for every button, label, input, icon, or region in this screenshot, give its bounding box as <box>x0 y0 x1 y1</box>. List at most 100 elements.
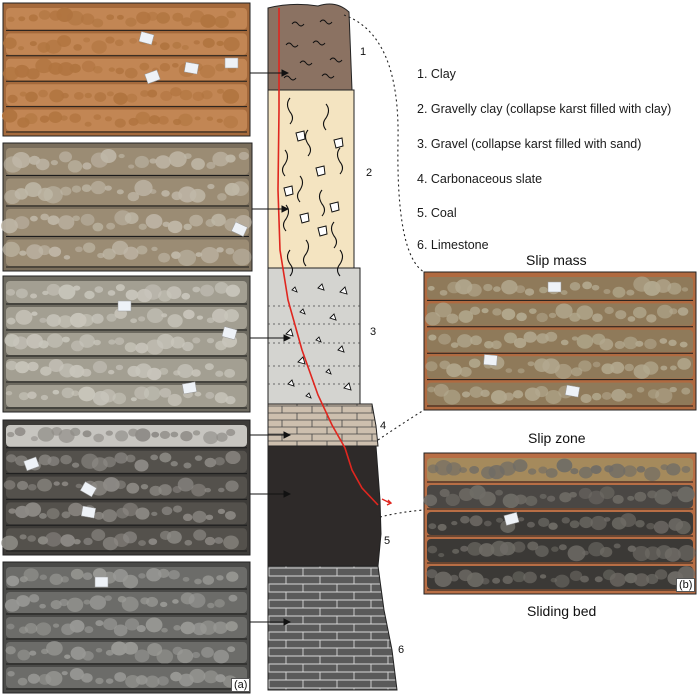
core-chunk <box>148 115 161 125</box>
core-chunk <box>427 386 436 393</box>
core-chunk <box>35 58 53 74</box>
core-chunk <box>427 545 438 554</box>
core-chunk <box>2 241 20 258</box>
core-chunk <box>493 286 501 292</box>
core-chunk <box>126 482 140 494</box>
core-chunk <box>644 466 661 482</box>
core-chunk <box>199 64 216 79</box>
core-chunk <box>579 516 593 529</box>
core-chunk <box>200 620 217 635</box>
core-chunk <box>499 541 516 556</box>
core-chunk <box>138 540 146 546</box>
core-chunk <box>524 288 535 296</box>
core-chunk <box>23 568 39 582</box>
core-chunk <box>478 543 495 557</box>
core-chunk <box>6 317 16 325</box>
core-chunk <box>95 620 104 627</box>
clay-vein-mark <box>281 149 289 177</box>
core-chunk <box>156 333 175 350</box>
core-chunk <box>149 189 157 195</box>
core-chunk <box>107 290 116 296</box>
core-chunk <box>134 459 149 472</box>
core-chunk <box>161 313 168 318</box>
core-chunk <box>81 673 93 683</box>
core-chunk <box>157 676 169 686</box>
legend-carbonaceous-slate: 4. Carbonaceous slate <box>417 172 543 186</box>
core-chunk <box>136 245 148 255</box>
core-chunk <box>207 602 215 609</box>
core-chunk <box>571 367 583 377</box>
core-chunk <box>115 480 126 490</box>
core-chunk <box>14 216 30 230</box>
core-chunk <box>218 487 225 493</box>
core-chunk <box>225 396 236 405</box>
gravel-clast-mark <box>315 165 326 177</box>
core-chunk <box>196 315 204 320</box>
core-chunk <box>523 331 537 343</box>
core-chunk <box>70 568 84 580</box>
core-chunk <box>123 641 139 655</box>
core-chunk <box>114 452 128 464</box>
core-chunk <box>535 386 549 398</box>
core-chunk <box>93 65 103 74</box>
core-chunk <box>81 368 92 377</box>
slip-mass-core-photo <box>423 271 697 411</box>
core-chunk <box>627 495 635 501</box>
gravel-clast-mark <box>295 130 306 142</box>
core-chunk <box>106 222 116 230</box>
core-chunk <box>138 316 146 322</box>
core-chunk <box>60 454 72 465</box>
core-chunk <box>167 314 183 328</box>
core-chunk <box>217 508 226 515</box>
core-chunk <box>83 37 91 43</box>
layer-number-5: 5 <box>384 535 391 547</box>
core-chunk <box>177 649 194 664</box>
core-chunk <box>446 462 462 476</box>
stratigraphic-column <box>267 3 398 691</box>
core-chunk <box>158 252 171 263</box>
core-chunk <box>427 285 435 291</box>
core-chunk <box>483 283 493 292</box>
core-chunk <box>48 111 63 123</box>
core-chunk <box>644 338 657 350</box>
core-chunk <box>646 573 659 585</box>
core-chunk <box>582 550 589 556</box>
core-chunk <box>480 389 490 398</box>
core-chunk <box>224 368 236 378</box>
gravel-clast-mark <box>343 382 352 391</box>
core-chunk <box>203 431 219 445</box>
core-chunk <box>570 468 579 475</box>
legend-gravelly-clay: 2. Gravelly clay (collapse karst filled … <box>417 102 672 116</box>
core-chunk <box>31 311 38 316</box>
core-chunk <box>160 90 173 101</box>
core-chunk <box>469 386 483 398</box>
core-chunk <box>225 154 236 163</box>
core-chunk <box>92 360 108 374</box>
core-chunk <box>82 572 93 580</box>
core-chunk <box>216 247 224 253</box>
core-chunk <box>18 392 30 401</box>
core-chunk <box>225 510 236 520</box>
core-chunk <box>667 282 682 295</box>
core-chunk <box>72 215 80 222</box>
core-chunk <box>92 18 104 28</box>
sample-tag <box>503 512 520 526</box>
layer-number-6: 6 <box>398 644 405 656</box>
core-chunk <box>103 477 120 492</box>
core-chunk <box>172 41 182 49</box>
core-chunk <box>66 597 84 612</box>
core-chunk <box>38 89 48 98</box>
core-chunk <box>216 575 224 581</box>
core-chunk <box>677 486 695 503</box>
core-chunk <box>39 574 48 580</box>
core-chunk <box>183 309 195 320</box>
core-chunk <box>136 625 146 633</box>
core-chunk <box>39 513 47 519</box>
core-chunk <box>214 392 228 404</box>
core-chunk <box>18 46 25 51</box>
core-chunk <box>6 623 15 630</box>
core-chunk <box>228 594 238 602</box>
core-chunk <box>204 536 216 546</box>
core-chunk <box>214 537 224 544</box>
core-chunk <box>460 515 470 524</box>
